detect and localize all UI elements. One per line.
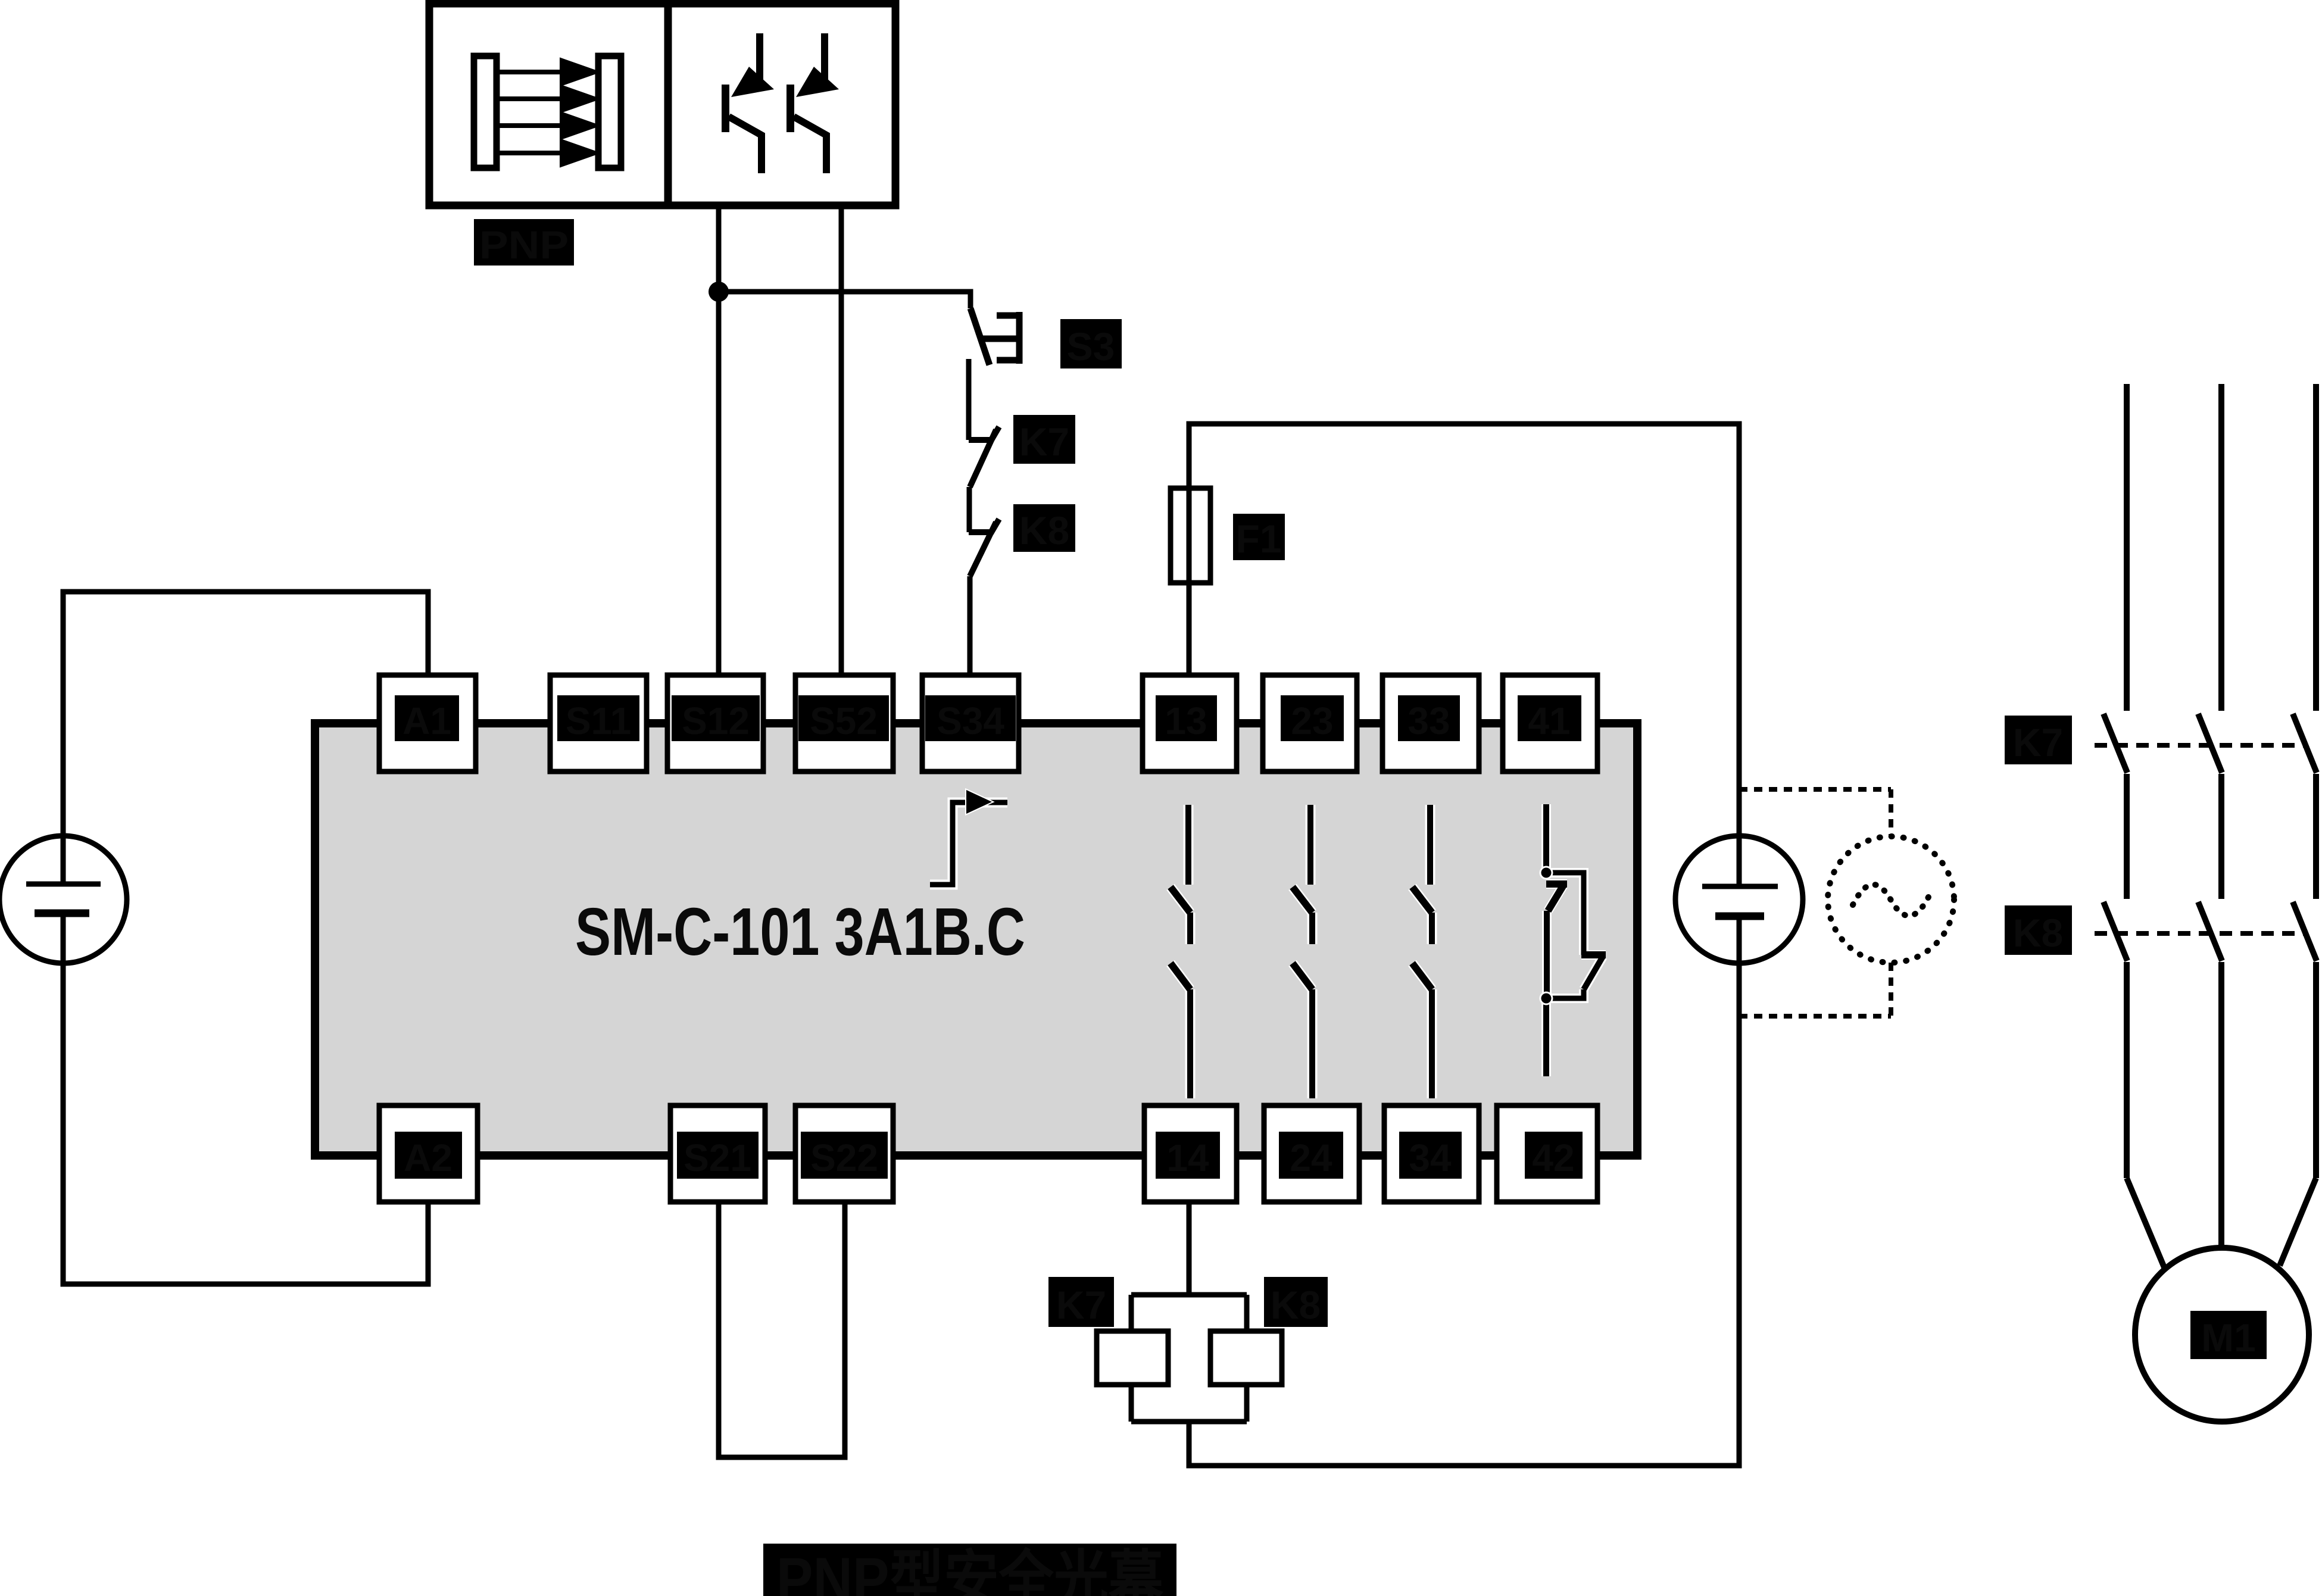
svg-text:S34: S34 [937, 699, 1004, 742]
svg-text:S21: S21 [684, 1136, 751, 1179]
svg-text:S52: S52 [810, 699, 878, 742]
svg-text:K7: K7 [1056, 1283, 1106, 1327]
svg-text:41: 41 [1528, 699, 1570, 742]
svg-text:S12: S12 [682, 699, 750, 742]
svg-text:S22: S22 [810, 1136, 878, 1179]
svg-text:34: 34 [1409, 1136, 1452, 1179]
svg-text:F1: F1 [1235, 517, 1281, 561]
svg-text:M1: M1 [2201, 1316, 2256, 1360]
svg-text:K8: K8 [1019, 508, 1069, 552]
svg-text:13: 13 [1165, 699, 1207, 742]
svg-text:K8: K8 [2013, 911, 2063, 955]
svg-text:K8: K8 [1271, 1283, 1321, 1327]
svg-text:PNP: PNP [479, 223, 569, 267]
svg-text:14: 14 [1166, 1136, 1209, 1179]
svg-text:33: 33 [1407, 699, 1450, 742]
svg-text:PNP型安全光幕: PNP型安全光幕 [776, 1545, 1164, 1596]
svg-text:K7: K7 [2013, 720, 2063, 764]
svg-text:24: 24 [1290, 1136, 1332, 1179]
svg-text:SM-C-101 3A1B.C: SM-C-101 3A1B.C [575, 894, 1025, 969]
svg-text:K7: K7 [1019, 420, 1069, 464]
svg-text:42: 42 [1532, 1136, 1574, 1179]
svg-text:23: 23 [1291, 699, 1333, 742]
svg-text:S3: S3 [1067, 324, 1115, 368]
svg-text:S11: S11 [566, 699, 631, 742]
svg-text:A1: A1 [402, 699, 451, 742]
svg-text:A2: A2 [404, 1136, 452, 1179]
